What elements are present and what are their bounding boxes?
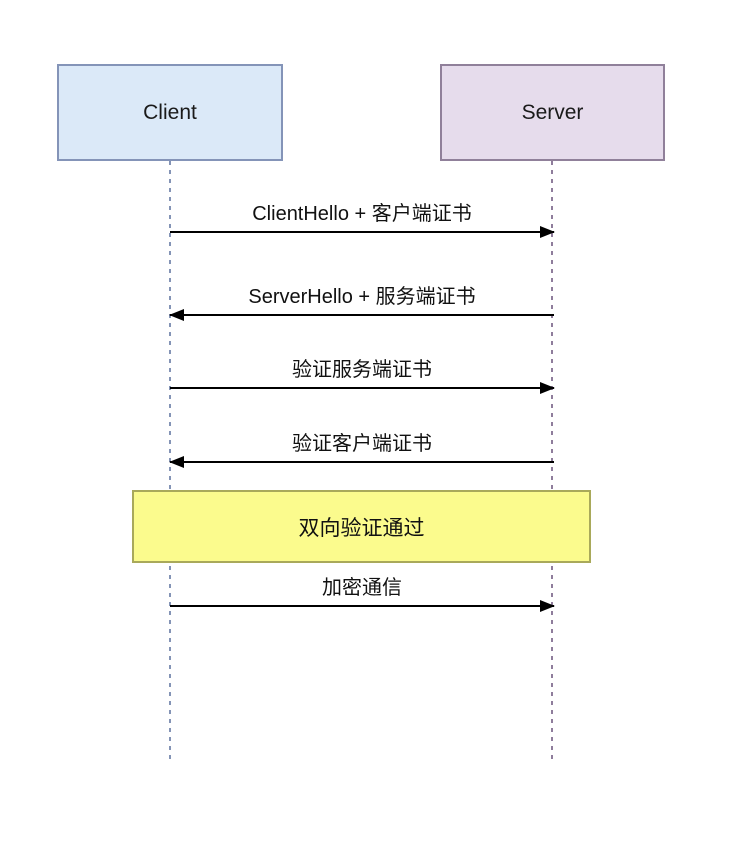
- arrowhead-left-icon: [169, 309, 184, 321]
- message-client-hello-label: ClientHello + 客户端证书: [252, 203, 472, 225]
- note-mutual-verification-passed: 双向验证通过: [132, 490, 591, 563]
- arrowhead-right-icon: [540, 226, 555, 238]
- arrowhead-right-icon: [540, 382, 555, 394]
- note-label: 双向验证通过: [298, 516, 425, 540]
- message-encrypted-communication-label: 加密通信: [322, 577, 402, 599]
- message-verify-client-cert: 验证客户端证书: [169, 433, 554, 468]
- message-verify-client-cert-label: 验证客户端证书: [292, 433, 432, 455]
- message-server-hello-label: ServerHello + 服务端证书: [248, 286, 476, 308]
- arrowhead-left-icon: [169, 456, 184, 468]
- actor-server-label: Server: [521, 100, 584, 124]
- arrowhead-right-icon: [540, 600, 555, 612]
- actor-client-label: Client: [143, 100, 197, 124]
- message-verify-server-cert: 验证服务端证书: [170, 359, 555, 394]
- actor-box-client: Client: [57, 64, 283, 161]
- message-encrypted-communication: 加密通信: [170, 577, 555, 612]
- message-client-hello: ClientHello + 客户端证书: [170, 203, 555, 238]
- message-verify-server-cert-label: 验证服务端证书: [292, 359, 432, 381]
- actor-box-server: Server: [440, 64, 665, 161]
- message-server-hello: ServerHello + 服务端证书: [169, 286, 554, 321]
